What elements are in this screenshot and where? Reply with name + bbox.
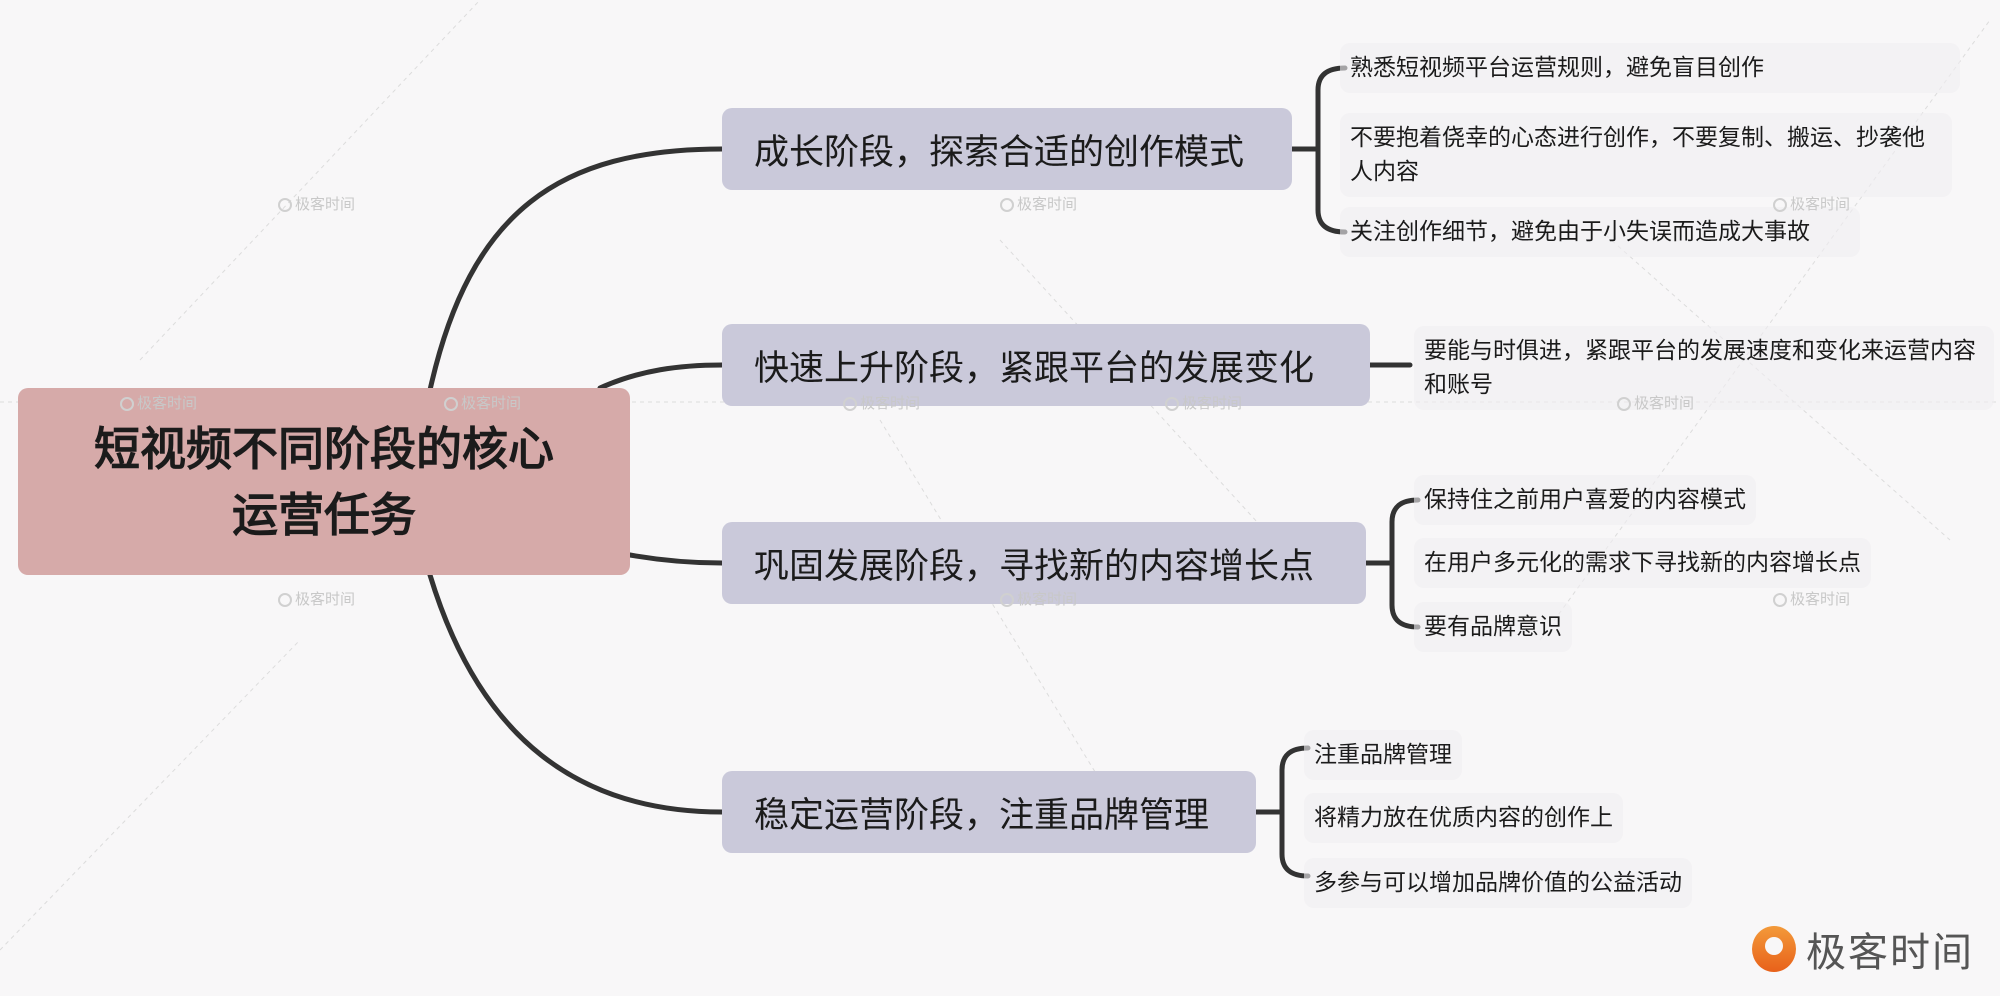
watermark: 极客时间 bbox=[120, 392, 197, 413]
geektime-logo-icon bbox=[1752, 926, 1796, 972]
branch-rapid-rise[interactable]: 快速上升阶段，紧跟平台的发展变化 bbox=[722, 324, 1370, 406]
watermark: 极客时间 bbox=[278, 588, 355, 609]
leaf-topic[interactable]: 在用户多元化的需求下寻找新的内容增长点 bbox=[1414, 538, 1871, 588]
leaf-topic[interactable]: 要能与时俱进，紧跟平台的发展速度和变化来运营内容和账号 bbox=[1414, 326, 1994, 410]
leaf-topic[interactable]: 熟悉短视频平台运营规则，避免盲目创作 bbox=[1340, 43, 1960, 93]
branch-consolidation[interactable]: 巩固发展阶段，寻找新的内容增长点 bbox=[722, 522, 1366, 604]
branch-stable[interactable]: 稳定运营阶段，注重品牌管理 bbox=[722, 771, 1256, 853]
leaf-topic[interactable]: 多参与可以增加品牌价值的公益活动 bbox=[1304, 858, 1692, 908]
root-topic-label: 短视频不同阶段的核心运营任务 bbox=[94, 421, 554, 542]
watermark: 极客时间 bbox=[1000, 588, 1077, 609]
leaf-topic[interactable]: 将精力放在优质内容的创作上 bbox=[1304, 793, 1623, 843]
watermark: 极客时间 bbox=[1617, 392, 1694, 413]
branch-label: 成长阶段，探索合适的创作模式 bbox=[754, 132, 1245, 173]
branch-label: 稳定运营阶段，注重品牌管理 bbox=[754, 795, 1210, 836]
logo-text: 极客时间 bbox=[1806, 930, 1974, 976]
watermark: 极客时间 bbox=[843, 392, 920, 413]
watermark: 极客时间 bbox=[1773, 193, 1850, 214]
watermark: 极客时间 bbox=[1165, 392, 1242, 413]
watermark: 极客时间 bbox=[1000, 193, 1077, 214]
leaf-topic[interactable]: 关注创作细节，避免由于小失误而造成大事故 bbox=[1340, 207, 1860, 257]
watermark: 极客时间 bbox=[1773, 588, 1850, 609]
leaf-topic[interactable]: 不要抱着侥幸的心态进行创作，不要复制、搬运、抄袭他人内容 bbox=[1340, 113, 1952, 197]
branch-label: 巩固发展阶段，寻找新的内容增长点 bbox=[754, 546, 1315, 587]
leaf-topic[interactable]: 保持住之前用户喜爱的内容模式 bbox=[1414, 475, 1756, 525]
branch-growth[interactable]: 成长阶段，探索合适的创作模式 bbox=[722, 108, 1292, 190]
leaf-topic[interactable]: 注重品牌管理 bbox=[1304, 730, 1462, 780]
watermark: 极客时间 bbox=[444, 392, 521, 413]
branch-label: 快速上升阶段，紧跟平台的发展变化 bbox=[754, 348, 1315, 389]
watermark: 极客时间 bbox=[278, 193, 355, 214]
geektime-logo: 极客时间 bbox=[1752, 920, 1974, 978]
leaf-topic[interactable]: 要有品牌意识 bbox=[1414, 602, 1572, 652]
root-topic[interactable]: 短视频不同阶段的核心运营任务 bbox=[18, 388, 630, 575]
